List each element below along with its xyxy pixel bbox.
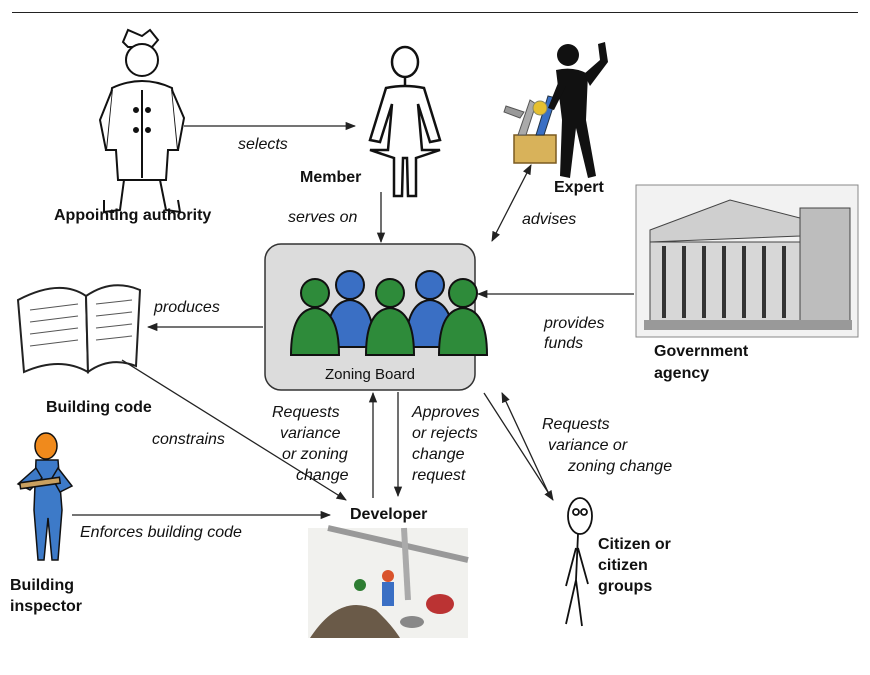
arrow-board-to-citizen (483, 392, 554, 501)
edge-label-approves-3: change (412, 446, 465, 463)
node-expert: Expert (554, 179, 604, 196)
expert-figure (503, 42, 608, 178)
edge-label-produces: produces (154, 299, 220, 316)
edge-label-approves-1: Approves (412, 404, 480, 421)
edge-label-dev-requests-2: variance (280, 425, 341, 442)
edge-label-provides: provides (544, 315, 605, 332)
government-building-image (635, 184, 859, 338)
appointing-authority-figure (98, 28, 186, 214)
arrow-advises (491, 164, 532, 242)
edge-label-citizen-requests-2: variance or (548, 437, 628, 454)
developer-construction-image (308, 525, 469, 638)
arrow-citizen-to-board (501, 392, 549, 493)
board-members-icon (289, 270, 489, 356)
edge-label-citizen-requests-3: zoning change (568, 458, 673, 475)
member-figure (368, 45, 442, 198)
edge-label-constrains: constrains (152, 431, 225, 448)
node-appointing-authority: Appointing authority (54, 207, 212, 224)
edge-label-advises: advises (522, 211, 577, 228)
node-government-agency-line2: agency (654, 365, 710, 382)
arrow-constrains (121, 359, 347, 501)
edge-label-dev-requests-4: change (296, 467, 349, 484)
node-building-inspector-line2: inspector (10, 598, 83, 615)
edge-label-enforces: Enforces building code (80, 524, 242, 541)
edge-label-funds: funds (544, 335, 584, 352)
node-building-inspector-line1: Building (10, 577, 74, 594)
edge-label-dev-requests-1: Requests (272, 404, 340, 421)
node-citizen-line3: groups (598, 578, 653, 595)
node-citizen-line1: Citizen or (598, 536, 671, 553)
citizen-figure (565, 497, 593, 627)
edge-label-serves-on: serves on (288, 209, 358, 226)
node-developer: Developer (350, 506, 428, 523)
edge-label-selects: selects (238, 136, 288, 153)
edge-label-approves-2: or rejects (412, 425, 478, 442)
building-code-book-image (16, 284, 142, 374)
top-rule (12, 12, 858, 13)
node-government-agency-line1: Government (654, 343, 749, 360)
node-building-code: Building code (46, 399, 152, 416)
building-inspector-figure (16, 432, 74, 561)
zoning-board-label: Zoning Board (324, 366, 416, 383)
edge-label-citizen-requests-1: Requests (542, 416, 610, 433)
node-member: Member (300, 169, 362, 186)
edge-label-approves-4: request (412, 467, 466, 484)
edge-label-dev-requests-3: or zoning (282, 446, 348, 463)
node-citizen-line2: citizen (598, 557, 648, 574)
